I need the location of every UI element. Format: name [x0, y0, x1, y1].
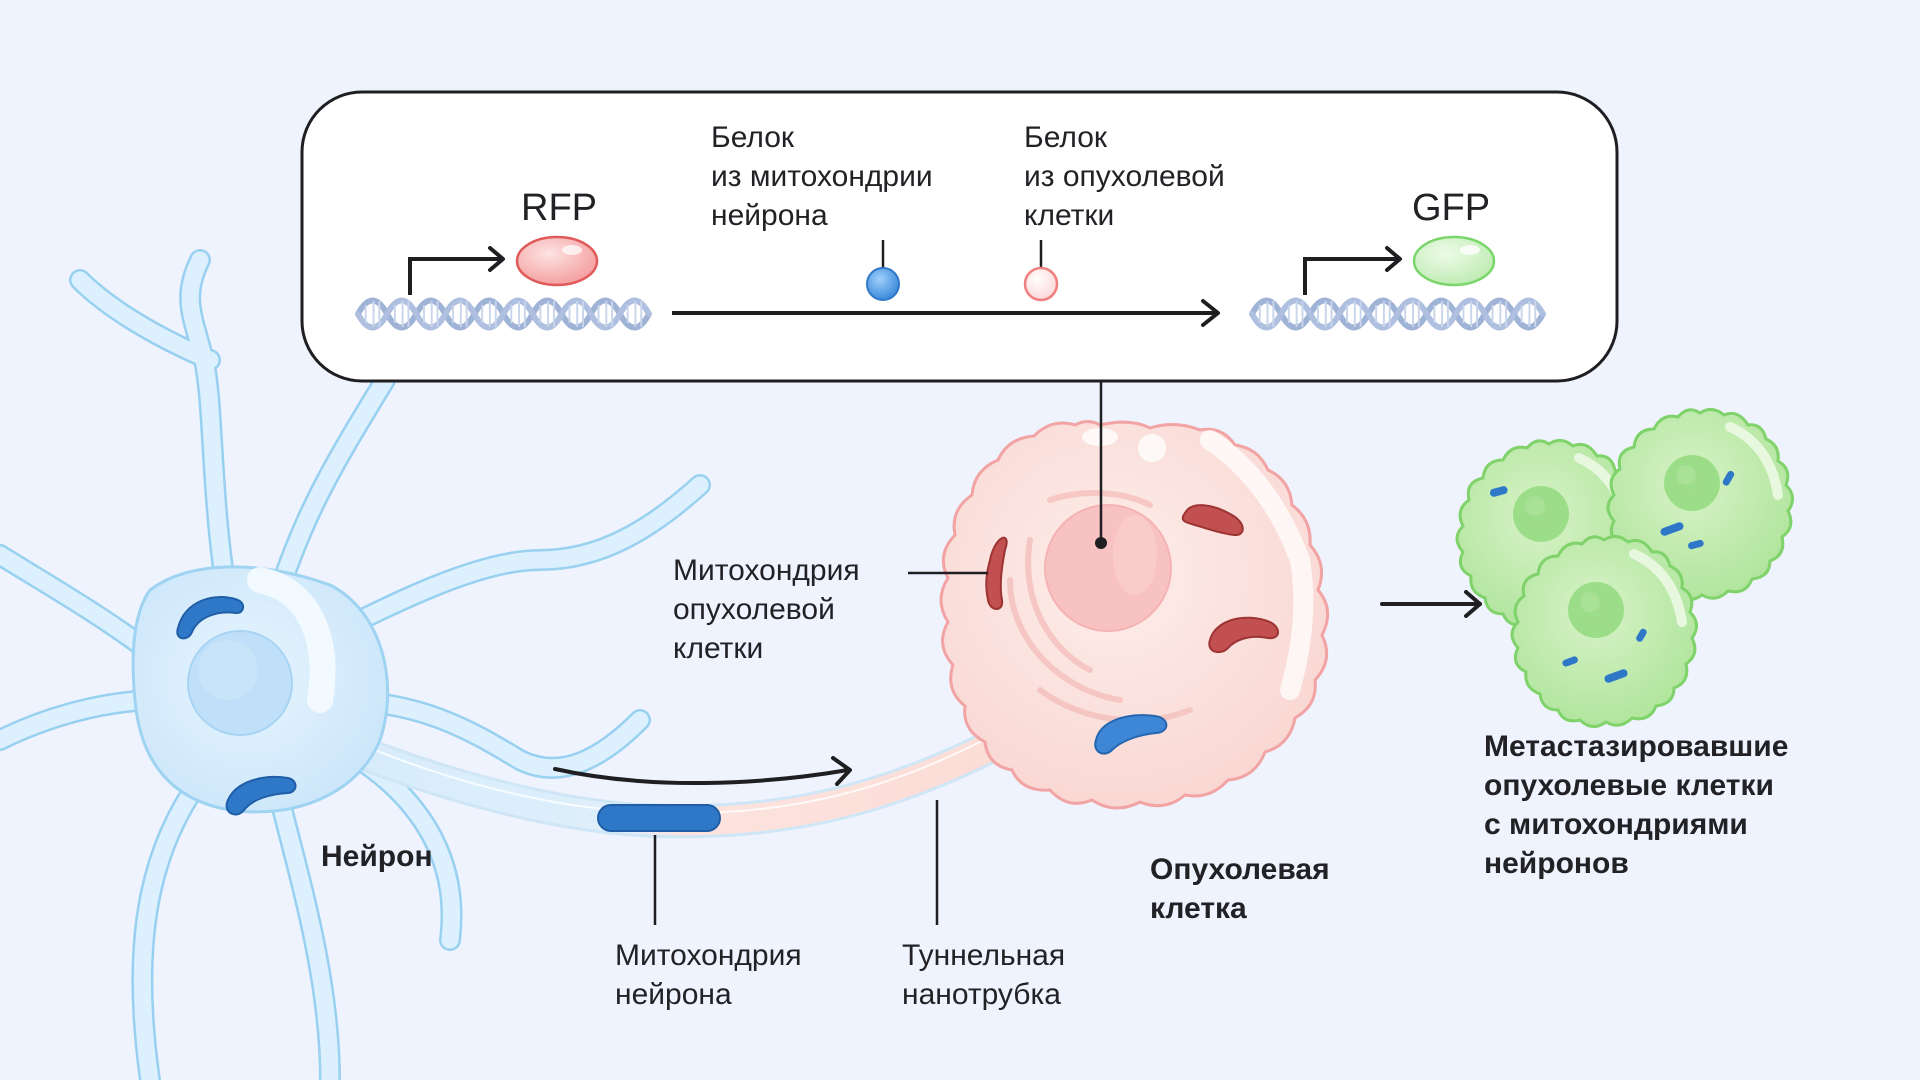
inset-connector-dot	[1095, 537, 1107, 549]
transfer-arrow	[553, 756, 852, 786]
neuron-mito-label: Митохондрия нейрона	[615, 939, 802, 1011]
gfp-label: GFP	[1412, 187, 1491, 229]
transferred-neuron-mitochondrion	[1094, 714, 1168, 755]
tumor-mito-label: Митохондрия опухолевой клетки	[673, 554, 860, 665]
tumor-cell	[939, 420, 1330, 810]
metastasized-cells	[1457, 409, 1793, 726]
promoter-arrow-right	[1303, 257, 1400, 295]
tumor-mitochondrion	[1181, 504, 1244, 537]
neuron	[0, 249, 1057, 1080]
green-cell	[1608, 409, 1793, 599]
metastasized-label: Метастазировавшие опухолевые клетки с ми…	[1484, 730, 1789, 880]
green-cell	[1512, 536, 1697, 726]
promoter-arrow-left	[408, 257, 503, 295]
nanotube-mitochondrion	[597, 804, 721, 832]
neuron-protein-dot	[866, 267, 900, 301]
rfp-label: RFP	[521, 187, 597, 229]
gfp-protein-icon	[1412, 235, 1496, 287]
rfp-protein-icon	[515, 235, 599, 287]
tumor-cell-label: Опухолевая клетка	[1150, 853, 1330, 925]
neuron-label: Нейрон	[321, 840, 433, 873]
tumor-protein-label: Белок из опухолевой клетки	[1024, 121, 1225, 232]
neuron-mitochondrion	[176, 596, 244, 640]
tumor-mitochondrion	[1208, 616, 1279, 654]
inset-box	[300, 90, 1619, 383]
metastasis-arrow	[1380, 590, 1482, 618]
neuron-protein-label: Белок из митохондрии нейрона	[711, 121, 933, 232]
neuron-mitochondrion	[225, 776, 297, 816]
tumor-protein-dot	[1023, 266, 1059, 302]
tumor-mitochondrion	[985, 536, 1008, 610]
nanotube-label: Туннельная нанотрубка	[902, 939, 1066, 1011]
